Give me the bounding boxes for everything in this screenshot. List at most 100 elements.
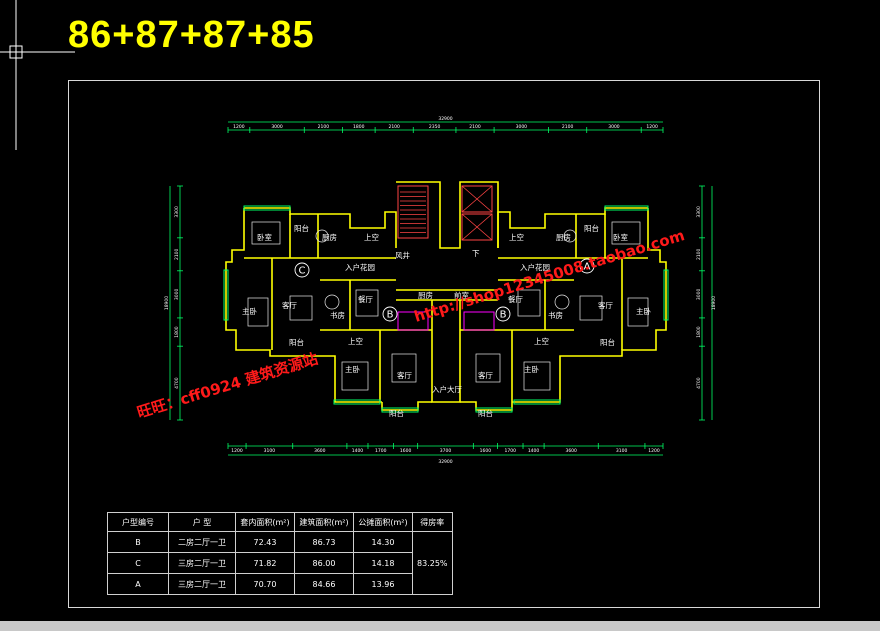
table-row: B 二房二厅一卫 72.43 86.73 14.30 83.25% (107, 531, 453, 595)
dimension-total-text: 32900 (438, 459, 452, 465)
unit-marker-circle (495, 306, 511, 322)
room-label: 入户花园 (520, 262, 550, 272)
dimension-text: 2100 (318, 124, 330, 130)
room-label: 厨房 (322, 232, 337, 242)
room-label: 主卧 (242, 306, 257, 316)
dimension-text: 2100 (174, 248, 180, 260)
dimension-text: 2100 (469, 124, 481, 130)
drawing-title: 86+87+87+85 (68, 14, 315, 56)
unit-marker-circle (579, 258, 595, 274)
unit-marker-circle (382, 306, 398, 322)
room-label: 阳台 (289, 337, 304, 347)
dimension-total-text: 18900 (711, 296, 717, 310)
unit-marker-circle (294, 262, 310, 278)
dimension-text: 1700 (504, 448, 516, 454)
room-label: 卧室 (613, 232, 628, 242)
dimension-text: 3000 (174, 288, 180, 300)
crosshair-cursor-icon (0, 0, 75, 150)
table-header: 得房率 (412, 512, 453, 532)
room-label: 客厅 (397, 370, 412, 380)
table-header: 套内面积(m²) (235, 512, 295, 532)
room-label: 主卧 (345, 364, 360, 374)
room-label: 阳台 (389, 408, 404, 418)
dimension-text: 3600 (314, 448, 326, 454)
room-label: 上空 (534, 336, 549, 346)
table-header: 建筑面积(m²) (294, 512, 354, 532)
dimension-text: 3000 (608, 124, 620, 130)
table-header: 户型编号 (107, 512, 169, 532)
table-cell: 72.43 (235, 531, 295, 553)
area-table: 户型编号 户 型 套内面积(m²) 建筑面积(m²) 公摊面积(m²) 得房率 … (107, 512, 453, 595)
table-cell: 13.96 (353, 573, 413, 595)
room-label: 厨房 (418, 290, 433, 300)
room-label: 卧室 (257, 232, 272, 242)
dimension-text: 4700 (696, 377, 702, 389)
room-label: 阳台 (584, 223, 599, 233)
room-label: 书房 (330, 310, 345, 320)
room-label: 前室 (454, 290, 469, 300)
dimension-text: 1800 (696, 326, 702, 338)
dimension-total-text: 18900 (164, 296, 170, 310)
dimension-text: 1800 (174, 326, 180, 338)
table-cell: C (107, 552, 169, 574)
unit-marker-label: B (500, 310, 507, 321)
status-bar (0, 621, 880, 631)
room-label: 厨房 (556, 232, 571, 242)
dimension-text: 1200 (233, 124, 245, 130)
dimension-text: 2350 (429, 124, 441, 130)
table-header-row: 户型编号 户 型 套内面积(m²) 建筑面积(m²) 公摊面积(m²) 得房率 (107, 512, 453, 532)
room-label: 阳台 (294, 223, 309, 233)
room-label: 书房 (548, 310, 563, 320)
dimension-texts: 1200 3000 2100 1800 2100 2350 2100 3000 2100 3000… (164, 116, 717, 465)
dimension-text: 1200 (646, 124, 658, 130)
dimension-text: 1700 (375, 448, 387, 454)
dimension-text: 3100 (264, 448, 276, 454)
table-cell-ratio: 83.25% (412, 531, 453, 595)
room-label: 主卧 (636, 306, 651, 316)
dimension-text: 1400 (352, 448, 364, 454)
unit-marker-label: B (387, 310, 394, 321)
table-cell: 86.73 (294, 531, 354, 553)
dimension-total-text: 32900 (438, 116, 452, 122)
dimension-text: 2100 (562, 124, 574, 130)
room-label: 上空 (348, 336, 363, 346)
table-cell: 14.30 (353, 531, 413, 553)
dimension-text: 1200 (231, 448, 243, 454)
dimension-text: 1800 (353, 124, 365, 130)
room-label: 入户大厅 (432, 384, 462, 394)
dimension-text: 1200 (648, 448, 660, 454)
dimension-text: 2100 (388, 124, 400, 130)
room-label: 风井 (395, 250, 410, 260)
room-label: 餐厅 (508, 295, 523, 304)
table-cell: 86.00 (294, 552, 354, 574)
dimension-text: 1600 (480, 448, 492, 454)
table-cell: 71.82 (235, 552, 295, 574)
dimension-text: 1400 (528, 448, 540, 454)
dimension-text: 3000 (696, 288, 702, 300)
dimension-text: 3300 (174, 206, 180, 218)
table-header: 户 型 (168, 512, 236, 532)
table-cell: A (107, 573, 169, 595)
window-marks (223, 205, 669, 413)
dimension-text: 3000 (516, 124, 528, 130)
furniture (247, 221, 649, 391)
room-labels: 卧室 阳台 厨房 上空 入户花园 客厅 主卧 书房 餐厅 阳台 主卧 客厅 阳台… (242, 223, 651, 418)
dimension-text: 3300 (696, 206, 702, 218)
stair-core (397, 185, 493, 241)
dimension-text: 3100 (616, 448, 628, 454)
table-row: A 三房二厅一卫 70.70 84.66 13.96 (107, 573, 453, 595)
table-cell: 70.70 (235, 573, 295, 595)
table-header: 公摊面积(m²) (353, 512, 413, 532)
room-label: 上空 (364, 232, 379, 242)
room-label: 阳台 (600, 337, 615, 347)
table-cell: 三房二厅一卫 (168, 573, 236, 595)
room-label: 下 (472, 249, 480, 258)
dimension-text: 3700 (440, 448, 452, 454)
dimension-text: 4700 (174, 377, 180, 389)
dimension-ticks (177, 127, 705, 449)
table-cell: 84.66 (294, 573, 354, 595)
room-label: 客厅 (478, 370, 493, 380)
room-label: 入户花园 (345, 262, 375, 272)
